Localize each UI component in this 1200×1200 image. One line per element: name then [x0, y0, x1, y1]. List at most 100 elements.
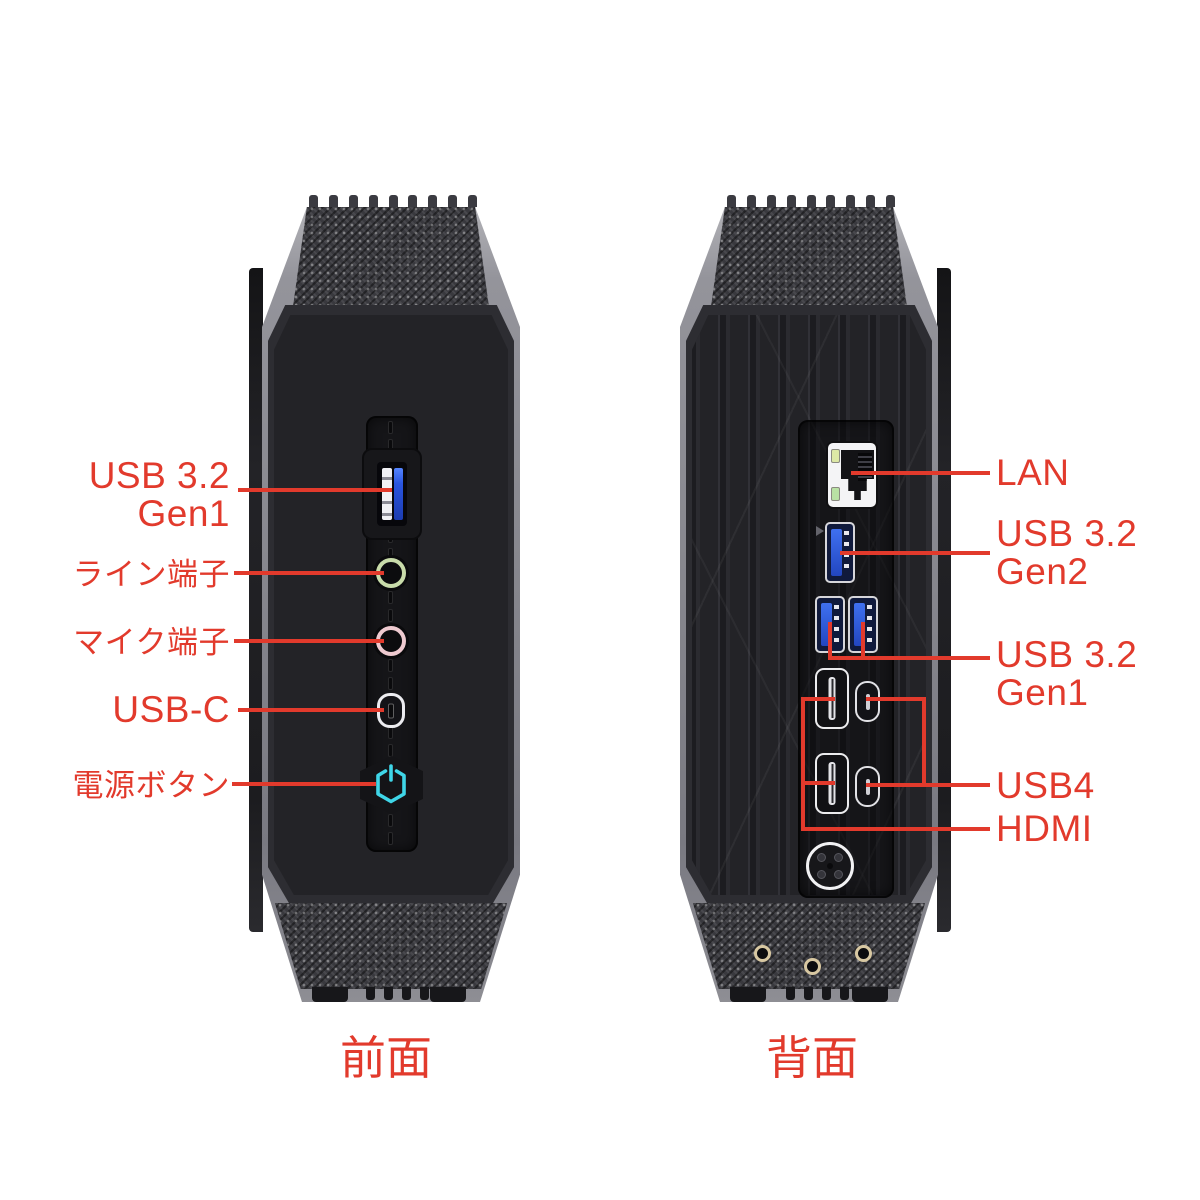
leader-rear-gen1-v1 — [828, 622, 832, 660]
vent-tooth — [727, 195, 736, 207]
leader-rear-hdmi-a — [801, 697, 835, 701]
rear-carbon-top — [710, 207, 908, 307]
front-foot — [312, 987, 348, 1002]
front-foot — [384, 987, 393, 1000]
front-carbon-top — [292, 207, 490, 307]
rear-foot — [804, 987, 813, 1000]
vent-tooth — [866, 195, 876, 207]
vent-tooth — [368, 195, 378, 207]
rear-panel — [692, 315, 926, 895]
leader-rear-usb4-v — [922, 697, 926, 787]
label-line: ライン端子 — [72, 557, 230, 592]
caption-front: 前面 — [340, 1032, 432, 1084]
strip-slot — [388, 726, 393, 757]
leader-rear-hdmi-b — [801, 781, 835, 785]
vent-tooth — [388, 195, 398, 207]
vent-tooth — [468, 195, 477, 207]
leader-rear-lan — [851, 471, 990, 475]
label-rear-hdmi: HDMI — [996, 810, 1093, 848]
vent-tooth — [348, 195, 358, 207]
vent-tooth — [786, 195, 796, 207]
din-pin — [817, 870, 826, 879]
din-pin — [834, 853, 843, 862]
lan-led-link — [831, 487, 840, 501]
leader-front-usb32gen1 — [238, 488, 392, 492]
label-line: マイク端子 — [73, 625, 230, 660]
rear-foot — [840, 987, 849, 1000]
label-front-usb-c: USB-C — [112, 691, 230, 729]
vent-tooth — [806, 195, 816, 207]
rear-foot — [786, 987, 795, 1000]
rear-foot — [822, 987, 831, 1000]
vent-tooth — [328, 195, 338, 207]
rear-audio-jack-3 — [855, 945, 872, 962]
leader-rear-hdmi-c — [801, 827, 990, 831]
usb-blue-tongue — [394, 468, 403, 520]
vent-tooth — [309, 195, 318, 207]
label-line: 電源ボタン — [72, 768, 230, 803]
vent-tooth — [428, 195, 438, 207]
front-foot — [430, 987, 466, 1002]
usb-blue-tongue — [854, 603, 865, 646]
leader-rear-usb4-b — [866, 783, 990, 787]
rear-audio-jack-1 — [754, 945, 771, 962]
usb-contacts — [867, 605, 872, 644]
rear-audio-jack-2 — [804, 958, 821, 975]
leader-front-usb-c — [238, 708, 384, 712]
label-front-line-jack: ライン端子 — [73, 556, 231, 594]
label-line: USB4 — [996, 765, 1095, 806]
vent-tooth — [826, 195, 836, 207]
lan-led-activity — [831, 449, 840, 463]
leader-rear-gen1 — [828, 656, 990, 660]
label-line: USB-C — [112, 689, 230, 730]
strip-slot — [388, 814, 393, 845]
label-front-mic-jack: マイク端子 — [73, 624, 230, 662]
rear-foot — [730, 987, 766, 1002]
front-top-vents — [309, 195, 477, 207]
vent-tooth — [448, 195, 458, 207]
leader-front-line-jack — [234, 571, 384, 575]
label-line: USB 3.2 — [996, 513, 1138, 554]
rj45-cavity — [841, 450, 874, 500]
panel-arrow-mark — [816, 526, 824, 536]
label-rear-usb32gen2: USB 3.2 Gen2 — [996, 515, 1137, 591]
vent-tooth — [766, 195, 776, 207]
label-rear-usb4: USB4 — [996, 767, 1095, 805]
vent-tooth — [886, 195, 895, 207]
label-rear-usb32gen1: USB 3.2 Gen1 — [996, 636, 1137, 712]
vent-tooth — [408, 195, 418, 207]
front-usb-a-port — [377, 462, 407, 526]
front-carbon-bottom — [274, 903, 508, 989]
leader-front-power — [232, 782, 376, 786]
label-line: Gen1 — [996, 672, 1089, 713]
rear-foot — [852, 987, 888, 1002]
label-line: HDMI — [996, 808, 1093, 849]
label-line: LAN — [996, 452, 1070, 493]
leader-rear-gen2 — [840, 551, 990, 555]
label-rear-lan: LAN — [996, 454, 1069, 492]
leader-rear-usb4-a — [866, 697, 926, 701]
power-icon[interactable] — [370, 761, 412, 809]
rear-side-fin — [937, 268, 951, 932]
din-pin — [834, 870, 843, 879]
usb-blue-tongue — [831, 529, 842, 576]
rj45-pins — [858, 453, 872, 481]
label-line: USB 3.2 — [88, 455, 230, 496]
front-foot — [366, 987, 375, 1000]
lan-port — [826, 441, 878, 509]
caption-rear: 背面 — [766, 1032, 858, 1084]
label-front-power: 電源ボタン — [73, 767, 231, 805]
strip-slot — [388, 421, 393, 452]
front-foot — [420, 987, 429, 1000]
front-side-fin — [249, 268, 263, 932]
usb4-port-1 — [855, 681, 880, 722]
leader-rear-hdmi-v — [801, 697, 805, 831]
usb-contacts — [834, 605, 839, 644]
rear-top-vents — [727, 195, 895, 207]
label-front-usb32gen1: USB 3.2 Gen1 — [89, 457, 230, 533]
label-line: Gen1 — [137, 493, 230, 534]
label-line: USB 3.2 — [996, 634, 1138, 675]
vent-tooth — [846, 195, 856, 207]
leader-front-mic-jack — [234, 639, 384, 643]
